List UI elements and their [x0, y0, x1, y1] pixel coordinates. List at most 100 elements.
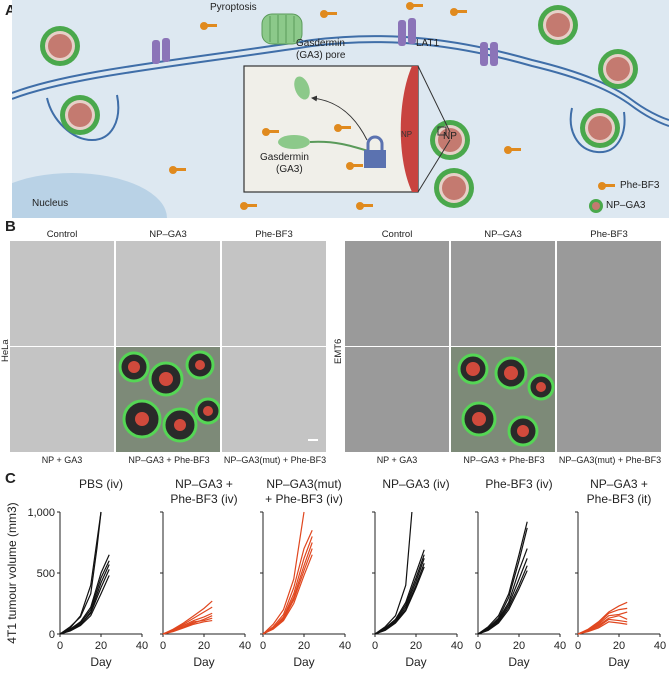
panel-a-letter: A — [5, 2, 16, 19]
series-line-2-5 — [262, 554, 313, 635]
series-line-4-2 — [477, 548, 528, 635]
col-label-left-np-ga3: NP–GA3 — [149, 229, 187, 240]
x-tick-label-0-0: 0 — [57, 640, 63, 652]
x-tick-label-4-1: 20 — [513, 640, 525, 652]
bottom-label-right-1: NP + GA3 — [376, 455, 418, 465]
series-line-4-5 — [477, 570, 528, 635]
label-np-inset: NP — [401, 130, 413, 139]
label-gasdermin-pore-2: (GA3) pore — [296, 50, 346, 61]
series-line-2-4 — [262, 548, 313, 635]
bottom-label-left-2: NP–GA3 + Phe-BF3 — [128, 455, 210, 465]
label-lat1: LAT1 — [416, 38, 440, 49]
x-tick-label-3-2: 40 — [451, 640, 463, 652]
x-tick-label-3-1: 20 — [410, 640, 422, 652]
x-tick-label-2-0: 0 — [260, 640, 266, 652]
label-nucleus: Nucleus — [32, 198, 69, 209]
series-line-3-0 — [374, 511, 413, 635]
inset-box — [243, 65, 451, 193]
micrograph-hela-phe — [222, 241, 326, 346]
col-label-right-np-ga3: NP–GA3 — [484, 229, 522, 240]
panel-a-schematic — [12, 0, 669, 218]
x-tick-label-1-1: 20 — [198, 640, 210, 652]
series-line-1-5 — [162, 619, 213, 635]
x-tick-label-3-0: 0 — [372, 640, 378, 652]
series-line-1-0 — [162, 600, 213, 635]
x-tick-label-5-1: 20 — [613, 640, 625, 652]
release-arrow — [311, 95, 368, 141]
series-line-5-0 — [577, 601, 628, 635]
zoom-line-2 — [417, 139, 451, 193]
micrograph-hela-np-ga3-plus-phe — [116, 347, 220, 452]
col-label-right-phe: Phe-BF3 — [590, 229, 628, 240]
label-gasdermin-pore: Gasdermin — [296, 38, 345, 49]
chart-title-1-0: NP–GA3 + — [175, 477, 233, 491]
col-label-right-control: Control — [381, 229, 413, 240]
micrograph-hela-np-plus-ga3 — [10, 347, 114, 452]
label-np-outer: NP — [443, 131, 457, 142]
locked-gasdermin — [278, 135, 310, 149]
legend-phe-label: Phe-BF3 — [620, 180, 660, 191]
x-tick-label-1-0: 0 — [160, 640, 166, 652]
y-tick-label-0: 0 — [49, 629, 55, 641]
lock-icon — [364, 150, 386, 168]
bottom-label-right-3: NP–GA3(mut) + Phe-BF3 — [558, 455, 662, 465]
zoom-square — [437, 126, 447, 136]
chart-title-2-0: NP–GA3(mut) — [266, 477, 341, 491]
chart-title-5-1: Phe-BF3 (it) — [587, 492, 652, 506]
bottom-label-right-2: NP–GA3 + Phe-BF3 — [463, 455, 545, 465]
micrograph-hela-np-ga3 — [116, 241, 220, 346]
series-line-2-0 — [262, 511, 305, 635]
chart-title-0-0: PBS (iv) — [79, 477, 123, 491]
bottom-label-left-3: NP–GA3(mut) + Phe-BF3 — [223, 455, 327, 465]
y-tick-label-1: 500 — [37, 568, 55, 580]
legend-key-icon — [598, 182, 615, 190]
lat1-transporter-3 — [480, 42, 498, 66]
series-line-0-6 — [59, 564, 110, 635]
x-tick-label-5-0: 0 — [575, 640, 581, 652]
micrograph-emt6-control — [345, 241, 449, 346]
np-ga3-particle-4 — [598, 49, 638, 89]
panel-c-letter: C — [5, 470, 16, 487]
row-label-emt6: EMT6 — [333, 338, 344, 364]
x-tick-label-2-1: 20 — [298, 640, 310, 652]
micrograph-emt6-mut-plus-phe — [557, 347, 661, 452]
np-ga3-particle-3 — [538, 5, 578, 45]
series-line-0-1 — [59, 511, 102, 635]
x-tick-label-5-2: 40 — [654, 640, 666, 652]
x-tick-label-2-2: 40 — [339, 640, 351, 652]
series-line-2-2 — [262, 536, 313, 635]
released-gasdermin — [294, 76, 310, 100]
label-gasdermin-inset-2: (GA3) — [276, 164, 303, 175]
chart-title-5-0: NP–GA3 + — [590, 477, 648, 491]
membrane-inner — [12, 41, 669, 127]
phe-bf3-keys — [169, 2, 521, 210]
series-line-4-0 — [477, 521, 528, 635]
panel-b-letter: B — [5, 218, 16, 235]
bottom-label-left-1: NP + GA3 — [41, 455, 83, 465]
chart-title-2-1: + Phe-BF3 (iv) — [265, 492, 343, 506]
series-line-3-2 — [374, 554, 425, 635]
x-tick-label-4-0: 0 — [475, 640, 481, 652]
x-axis-title-3: Day — [405, 655, 426, 669]
zoom-line-1 — [417, 65, 451, 133]
series-line-2-1 — [262, 530, 313, 635]
y-axis-title: 4T1 tumour volume (mm3) — [5, 502, 19, 643]
lat1-transporter-1 — [152, 38, 170, 64]
np-disc — [400, 66, 418, 192]
col-label-left-phe: Phe-BF3 — [255, 229, 293, 240]
chart-title-3-0: NP–GA3 (iv) — [382, 477, 449, 491]
x-tick-label-4-2: 40 — [554, 640, 566, 652]
chart-title-4-0: Phe-BF3 (iv) — [485, 477, 552, 491]
endocytic-pit-left — [46, 94, 120, 142]
np-ga3-particle-1 — [40, 26, 80, 66]
np-ga3-particle-2 — [60, 95, 100, 135]
series-line-3-1 — [374, 549, 425, 635]
x-tick-label-0-2: 40 — [136, 640, 148, 652]
scale-bar — [308, 439, 318, 441]
col-label-left-control: Control — [46, 229, 78, 240]
x-tick-label-0-1: 20 — [95, 640, 107, 652]
label-gasdermin-inset: Gasdermin — [260, 152, 309, 163]
x-axis-title-1: Day — [193, 655, 214, 669]
np-ga3-particle-5 — [580, 108, 620, 148]
np-ga3-particle-7 — [434, 168, 474, 208]
